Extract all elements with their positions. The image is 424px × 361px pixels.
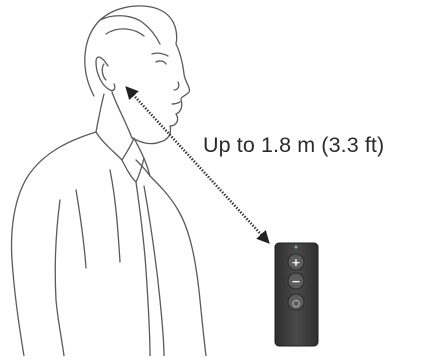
arm — [55, 200, 64, 356]
eyebrow — [152, 53, 168, 56]
eye — [156, 61, 166, 64]
jaw — [112, 92, 132, 138]
remote-indicator-light — [295, 246, 298, 249]
distance-arrow — [127, 88, 268, 242]
plus-icon: + — [291, 256, 300, 269]
person-figure — [12, 6, 206, 356]
shirt-front — [150, 176, 206, 356]
remote-control: + − ○ — [275, 243, 318, 346]
ear — [96, 57, 115, 90]
neck-back — [96, 94, 104, 132]
mouth — [172, 102, 180, 104]
collar — [96, 132, 150, 176]
nose-line — [174, 82, 179, 90]
head-outline — [85, 6, 190, 144]
minus-icon: − — [291, 275, 300, 288]
distance-label: Up to 1.8 m (3.3 ft) — [203, 133, 384, 158]
power-icon: ○ — [292, 299, 300, 309]
